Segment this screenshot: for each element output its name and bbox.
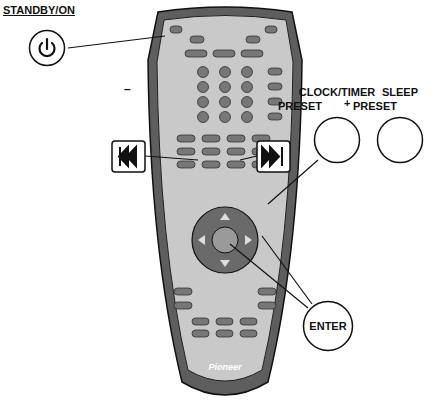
remote-button [240,318,257,325]
button-callout: SLEEP [376,116,424,164]
remote-button [268,113,282,120]
number-button [242,82,253,93]
remote-button [190,36,204,43]
button-name: ENTER [309,320,346,332]
number-button [242,97,253,108]
number-button [198,112,209,123]
button-circle [313,116,361,164]
number-button [220,97,231,108]
remote-button [227,148,245,155]
button-name: CLOCK/TIMER [299,86,375,98]
number-button [220,112,231,123]
button-label: – [124,82,131,96]
brand-logo: Pioneer [208,362,241,372]
number-button [220,67,231,78]
button-callout: STANDBY/ON [28,29,66,67]
remote-button [216,330,233,337]
number-button [198,82,209,93]
number-button [198,97,209,108]
button-name: SLEEP [382,86,418,98]
remote-button [258,302,276,309]
button-callout: CLOCK/TIMER [313,116,361,164]
remote-button [202,148,220,155]
button-label: PRESET [353,100,397,112]
button-label: + [344,97,350,109]
remote-button [258,288,276,295]
remote-button [170,26,182,33]
remote-button [174,288,192,295]
remote-button [202,161,220,168]
remote-button [241,50,263,57]
remote-button [177,148,195,155]
button-label: PRESET [278,100,322,112]
remote-button [174,302,192,309]
number-button [242,112,253,123]
remote-button [227,135,245,142]
remote-button [177,161,195,168]
number-button [220,82,231,93]
remote-button [265,26,277,33]
remote-button [240,330,257,337]
number-button [242,67,253,78]
remote-button [246,36,260,43]
remote-button [192,318,209,325]
remote-button [268,83,282,90]
button-circle [376,116,424,164]
remote-button [185,50,207,57]
remote-button [213,50,235,57]
remote-button [192,330,209,337]
number-button [198,67,209,78]
remote-button [268,68,282,75]
remote-button [227,161,245,168]
remote-button [216,318,233,325]
remote-button [202,135,220,142]
remote-button [177,135,195,142]
button-callout: ENTER [302,300,354,352]
button-circle [28,29,66,67]
button-name: STANDBY/ON [3,4,75,16]
